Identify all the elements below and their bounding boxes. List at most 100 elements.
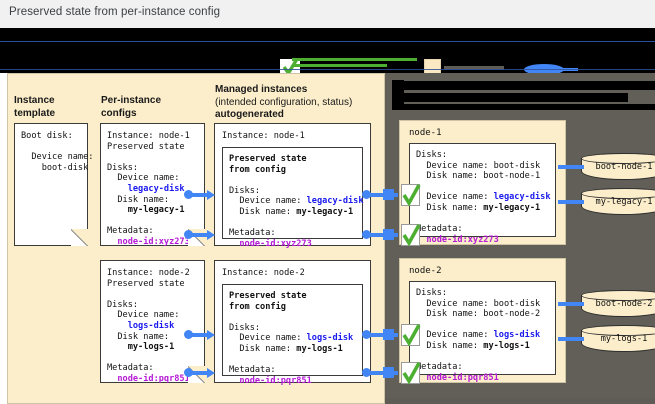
disk-top-ellipse (581, 325, 655, 336)
status-check-icon (401, 184, 421, 207)
pic-device-name-value: logs-disk (107, 320, 175, 331)
per-instance-config-card-node-2: Instance: node-2 Preserved state Disks: … (100, 260, 205, 384)
legend-divider (0, 41, 655, 42)
disk-cylinder-boot-node-1: boot-node-1 (581, 153, 655, 181)
node-boot-disk-label: Disk name: boot-node-2 (416, 309, 541, 320)
mi-preserved-title: Preserved state from config (229, 291, 307, 312)
node-disk-name-label: Disk name: (416, 202, 484, 213)
pic-device-name-value: legacy-disk (107, 183, 185, 194)
node-disk-name-value: my-logs-1 (483, 340, 530, 351)
pic-metadata-value: node-id:pqr851 (107, 373, 190, 384)
legend-blue-hairline (0, 69, 655, 70)
column-heading-line2: template (14, 107, 56, 119)
pic-header: Instance: node-1 Preserved state (107, 131, 190, 152)
pic-disks-label: Disks: (107, 162, 139, 173)
mi-metadata-value: node-id:xyz273 (229, 238, 312, 249)
legend-green-rule (292, 58, 417, 61)
connector-arrow-icon (207, 330, 215, 340)
mi-body: Preserved state from config Disks: Devic… (229, 291, 353, 386)
node-device-name-label: Device name: (416, 330, 494, 341)
disk-connector-line (558, 200, 584, 204)
connector-arrow-icon (207, 190, 215, 200)
connector-line (191, 193, 209, 197)
pic-header: Instance: node-2 Preserved state (107, 268, 190, 289)
node-metadata-value: node-id:xyz273 (416, 234, 499, 245)
node-details-box: Disks: Device name: boot-disk Disk name:… (409, 281, 556, 383)
node-disk-name-label: Disk name: (416, 340, 484, 351)
disk-label: boot-node-2 (595, 299, 653, 309)
pic-device-name-label: Device name: (107, 310, 180, 321)
page-title: Preserved state from per-instance config (9, 6, 221, 18)
node-title: node-2 (409, 266, 442, 276)
mi-header: Instance: node-2 (222, 268, 305, 278)
connector-line (392, 193, 398, 197)
mi-body: Preserved state from config Disks: Devic… (229, 154, 364, 249)
titlebar: Preserved state from per-instance config (0, 0, 655, 28)
connector-line (392, 333, 398, 337)
pic-disk-name-value: my-logs-1 (107, 342, 175, 353)
column-heading-managed-instances: Managed instances (intended configuratio… (215, 84, 380, 122)
disk-cylinder-boot-node-2: boot-node-2 (581, 290, 655, 318)
disk-cylinder-my-legacy-1: my-legacy-1 (581, 188, 655, 216)
mi-header: Instance: node-1 (222, 131, 305, 141)
node-device-name-value: logs-disk (493, 330, 541, 341)
node-disk-name-value: my-legacy-1 (483, 202, 541, 213)
pic-disk-name-label: Disk name: (107, 331, 170, 342)
node-disks-label: Disks: (416, 288, 448, 298)
pic-device-name-label: Device name: (107, 173, 180, 184)
connector-line (369, 193, 385, 197)
connector-line (369, 333, 385, 337)
pic-metadata-label: Metadata: (107, 363, 154, 374)
column-heading-line2: (intended configuration, status) (215, 96, 353, 108)
connector-line (369, 233, 385, 237)
mi-metadata-value: node-id:pqr851 (229, 375, 312, 386)
node-disks-label: Disks: (416, 150, 448, 160)
managed-instance-card-node-1: Instance: node-1 Preserved state from co… (214, 123, 371, 249)
status-check-icon (401, 324, 421, 347)
status-check-icon (401, 224, 421, 247)
mi-disk-name-value: my-logs-1 (296, 343, 343, 354)
connector-node (383, 229, 394, 240)
mi-metadata-label: Metadata: (229, 365, 276, 376)
instance-template-card: Boot disk: Device name: boot-disk (14, 123, 93, 246)
column-heading-line1: Managed instances (215, 84, 308, 95)
legend-gray-rule (444, 66, 504, 70)
per-instance-config-card-node-1: Instance: node-1 Preserved state Disks: … (100, 123, 205, 247)
mi-preserved-state-box: Preserved state from config Disks: Devic… (222, 284, 363, 386)
mi-disks-label: Disks: (229, 322, 261, 333)
node-device-name-label: Device name: (416, 192, 494, 203)
connector-line (191, 371, 209, 375)
page-curl-icon (71, 229, 88, 246)
mi-disks-label: Disks: (229, 185, 261, 196)
mi-device-name-label: Device name: (229, 196, 307, 207)
node-boot-disk-label: Disk name: boot-node-1 (416, 171, 541, 182)
node-metadata-label: Metadata: (416, 362, 463, 373)
right-panel-header-redaction-3 (392, 104, 655, 110)
mi-preserved-title: Preserved state from config (229, 154, 307, 175)
connector-dot (362, 190, 371, 199)
legend-blue-ellipse-icon (524, 64, 564, 73)
mi-disk-name-label: Disk name: (229, 343, 297, 354)
connector-dot (362, 230, 371, 239)
node-body: Disks: Device name: boot-disk Disk name:… (416, 150, 551, 245)
node-boot-device-label: Device name: boot-disk (416, 160, 541, 171)
connector-dot (362, 368, 371, 377)
pic-disk-name-value: my-legacy-1 (107, 205, 185, 216)
column-heading-instance-template: Instance template (14, 95, 94, 120)
node-body: Disks: Device name: boot-disk Disk name:… (416, 288, 540, 383)
connector-line (191, 333, 209, 337)
connector-dot (362, 330, 371, 339)
disk-label: my-logs-1 (600, 334, 648, 344)
disk-top-ellipse (581, 188, 655, 199)
connector-node (383, 367, 394, 378)
mi-disk-name-label: Disk name: (229, 206, 297, 217)
connector-line (392, 233, 398, 237)
column-heading-line3: autogenerated (215, 109, 284, 120)
legend-strip (0, 28, 655, 73)
disk-connector-line (558, 302, 584, 306)
right-panel-header-redaction-2 (400, 93, 628, 102)
disk-connector-line (558, 165, 584, 169)
node-details-box: Disks: Device name: boot-disk Disk name:… (409, 143, 556, 245)
disk-connector-line (558, 337, 584, 341)
